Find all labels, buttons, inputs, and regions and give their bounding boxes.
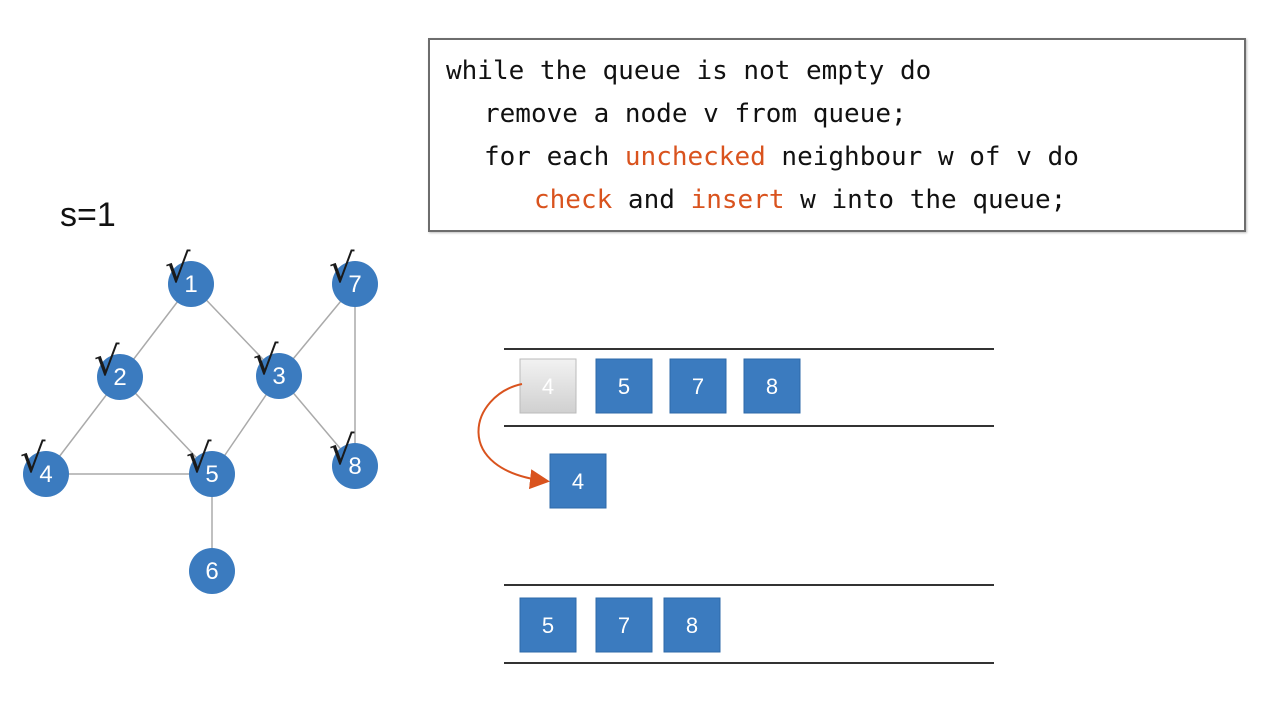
check-mark-icon: √ — [165, 246, 191, 292]
queue-after-item-7: 7 — [595, 597, 653, 653]
queue-box-rect — [595, 358, 653, 414]
queue-after-item-8: 8 — [663, 597, 721, 653]
graph-nodes: 1√2√3√4√5√67√8√ — [20, 246, 378, 594]
node-circle — [332, 443, 378, 489]
check-mark-icon: √ — [329, 428, 355, 474]
queue-before: 4 5 7 8 — [519, 358, 801, 414]
node-label: 3 — [272, 363, 285, 390]
queue-box-rect — [743, 358, 801, 414]
graph-node-2: 2√ — [94, 339, 143, 400]
queue-box-rect — [669, 358, 727, 414]
graph-edges — [45, 283, 356, 571]
queue-box-label: 8 — [766, 374, 778, 399]
node-circle — [97, 354, 143, 400]
queue-after: 5 7 8 — [519, 597, 721, 653]
check-mark-icon: √ — [94, 339, 120, 385]
check-mark-icon: √ — [186, 436, 212, 482]
graph-node-6: 6 — [189, 548, 235, 594]
source-label: s=1 — [60, 196, 116, 234]
check-mark-icon: √ — [253, 338, 279, 384]
code-line-3: for each unchecked neighbour w of v do — [484, 142, 1079, 172]
queue-box-rect — [519, 597, 577, 653]
code-line-4: check and insert w into the queue; — [534, 185, 1067, 215]
graph-node-8: 8√ — [329, 428, 378, 489]
queue-box-label: 7 — [618, 613, 630, 638]
node-label: 6 — [205, 558, 218, 585]
queue-box-rect — [595, 597, 653, 653]
graph-node-1: 1√ — [165, 246, 214, 307]
queue-box-label: 4 — [572, 469, 584, 494]
queue-before-item-5: 5 — [595, 358, 653, 414]
node-circle — [189, 451, 235, 497]
queue-box-rect — [519, 358, 577, 414]
queue-after-item-5: 5 — [519, 597, 577, 653]
node-label: 8 — [348, 453, 361, 480]
queue-box-label: 8 — [686, 613, 698, 638]
code-line-1: while the queue is not empty do — [446, 56, 932, 86]
node-label: 1 — [184, 271, 197, 298]
queue-box-label: 7 — [692, 374, 704, 399]
check-mark-icon: √ — [329, 246, 355, 292]
graph-node-3: 3√ — [253, 338, 302, 399]
node-circle — [168, 261, 214, 307]
remove-arrow — [477, 383, 550, 490]
node-circle — [256, 353, 302, 399]
graph-node-5: 5√ — [186, 436, 235, 497]
queue-before-item-8: 8 — [743, 358, 801, 414]
queue-box-rect — [549, 453, 607, 509]
removed-item-4: 4 — [549, 453, 607, 509]
queue-box-rect — [663, 597, 721, 653]
node-label: 4 — [39, 461, 52, 488]
node-circle — [23, 451, 69, 497]
insert-keyword: insert — [690, 185, 785, 215]
node-circle — [332, 261, 378, 307]
queue-box-label: 4 — [542, 374, 554, 399]
node-label: 5 — [205, 461, 218, 488]
node-circle — [189, 548, 235, 594]
check-mark-icon: √ — [20, 436, 46, 482]
graph-node-7: 7√ — [329, 246, 378, 307]
unchecked-keyword: unchecked — [624, 142, 766, 172]
graph-node-4: 4√ — [20, 436, 69, 497]
node-label: 7 — [348, 271, 361, 298]
removed-node: 4 — [549, 453, 607, 509]
queue-box-label: 5 — [618, 374, 630, 399]
queue-before-item-7: 7 — [669, 358, 727, 414]
node-label: 2 — [113, 364, 126, 391]
pseudocode-box: while the queue is not empty do remove a… — [428, 38, 1246, 232]
queue-before-item-4: 4 — [519, 358, 577, 414]
queue-box-label: 5 — [542, 613, 554, 638]
code-line-2: remove a node v from queue; — [484, 99, 907, 129]
check-keyword: check — [534, 185, 613, 215]
